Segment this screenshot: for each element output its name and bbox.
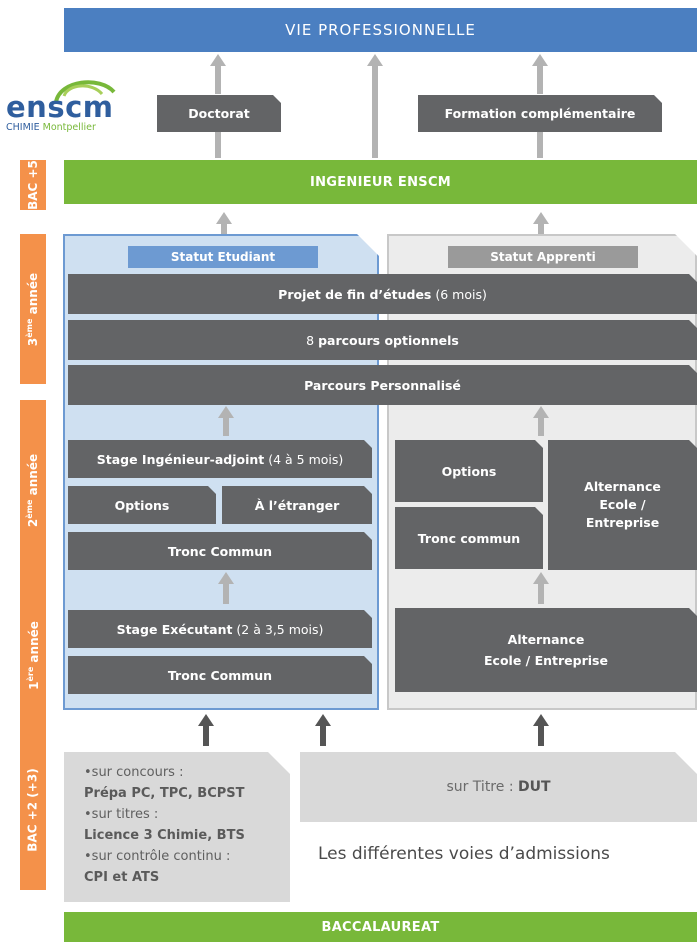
student-options-label: Options — [114, 497, 170, 513]
tronc-commun-y2-label: Tronc Commun — [167, 543, 273, 559]
baccalaureat-label: BACCALAUREAT — [321, 919, 440, 935]
admission-concours: •sur concours : — [84, 765, 184, 780]
statut-apprenti-label: Statut Apprenti — [490, 250, 596, 264]
arrow-up-icon — [533, 572, 549, 604]
arrow-up-icon — [533, 406, 549, 436]
side-year3: 3ème année — [20, 234, 46, 384]
titre-dut-label: sur Titre : DUT — [446, 779, 551, 795]
enscm-logo: enscm CHIMIE Montpellier — [4, 72, 122, 136]
logo-swirl-icon — [54, 80, 116, 103]
admission-titres: •sur titres : — [84, 807, 159, 822]
titre-dut-box: sur Titre : DUT — [300, 752, 697, 822]
stage-executant-label: Stage Exécutant (2 à 3,5 mois) — [116, 621, 324, 637]
arrow-shaft-icon — [215, 132, 221, 158]
apprenti-options-box: Options — [395, 440, 543, 502]
parcours-label: 8 parcours optionnels — [306, 332, 459, 348]
parcours-bar: 8 parcours optionnels — [68, 320, 697, 360]
vie-professionnelle-label: VIE PROFESSIONNELLE — [285, 21, 476, 39]
arrow-up-icon — [198, 714, 214, 746]
alternance-y2-line3: Entreprise — [585, 515, 660, 530]
alternance-y2-line1: Alternance — [584, 479, 661, 494]
alternance-y1-line1: Alternance — [507, 632, 585, 647]
admission-controle-value: CPI et ATS — [84, 870, 160, 885]
ingenieur-label: INGENIEUR ENSCM — [309, 174, 452, 190]
etranger-label: À l’étranger — [254, 497, 340, 513]
projet-bar: Projet de fin d’études (6 mois) — [68, 274, 697, 314]
baccalaureat-bar: BACCALAUREAT — [64, 912, 697, 942]
personnalise-bar: Parcours Personnalisé — [68, 365, 697, 405]
stage-executant-box: Stage Exécutant (2 à 3,5 mois) — [68, 610, 372, 648]
student-options-box: Options — [68, 486, 216, 524]
side-year2: 2ème année — [20, 400, 46, 580]
logo-caption: CHIMIE Montpellier — [6, 122, 96, 133]
side-bac5: BAC +5 — [20, 160, 46, 210]
stage-ingenieur-box: Stage Ingénieur-adjoint (4 à 5 mois) — [68, 440, 372, 478]
arrow-up-icon — [218, 572, 234, 604]
tronc-commun-y2-box: Tronc Commun — [68, 532, 372, 570]
arrow-up-icon — [315, 714, 331, 746]
statut-etudiant-label: Statut Etudiant — [170, 250, 276, 264]
admission-box: •sur concours : Prépa PC, TPC, BCPST •su… — [64, 752, 290, 902]
apprenti-options-label: Options — [441, 463, 497, 479]
side-bac2: BAC +2 (+3) — [20, 730, 46, 890]
apprenti-tronc-box: Tronc commun — [395, 507, 543, 569]
apprenti-tronc-label: Tronc commun — [417, 530, 521, 546]
statut-etudiant-tab: Statut Etudiant — [128, 246, 318, 268]
alternance-y1-box: Alternance Ecole / Entreprise — [395, 608, 697, 692]
doctorat-box: Doctorat — [157, 95, 281, 132]
logo-word: enscm — [6, 90, 114, 124]
arrow-up-icon — [533, 714, 549, 746]
projet-label: Projet de fin d’études (6 mois) — [278, 286, 487, 302]
tronc-commun-y1-box: Tronc Commun — [68, 656, 372, 694]
formation-box: Formation complémentaire — [418, 95, 662, 132]
tronc-commun-y1-label: Tronc Commun — [167, 667, 273, 683]
side-year1: 1ère année — [20, 580, 46, 730]
alternance-y2-line2: Ecole / — [599, 497, 646, 512]
logo-caption-a: CHIMIE — [6, 122, 40, 133]
arrow-up-icon — [216, 212, 232, 242]
grey-arrows — [210, 54, 549, 242]
etranger-box: À l’étranger — [222, 486, 372, 524]
vie-professionnelle-bar: VIE PROFESSIONNELLE — [64, 8, 697, 52]
admission-titres-value: Licence 3 Chimie, BTS — [84, 828, 245, 843]
arrow-up-icon — [218, 406, 234, 436]
arrow-up-icon — [533, 212, 549, 242]
formation-label: Formation complémentaire — [444, 106, 636, 121]
ingenieur-bar: INGENIEUR ENSCM — [64, 160, 697, 204]
alternance-y2-box: Alternance Ecole / Entreprise — [548, 440, 697, 570]
voies-admission-text: Les différentes voies d’admissions — [318, 844, 610, 864]
arrow-shaft-icon — [537, 132, 543, 158]
alternance-y1-line2: Ecole / Entreprise — [484, 653, 608, 668]
admission-concours-value: Prépa PC, TPC, BCPST — [84, 786, 245, 801]
statut-apprenti-tab: Statut Apprenti — [448, 246, 638, 268]
arrow-up-icon — [210, 54, 226, 94]
arrow-up-icon — [532, 54, 548, 94]
personnalise-label: Parcours Personnalisé — [304, 377, 461, 393]
logo-caption-b: Montpellier — [42, 122, 96, 133]
admission-controle: •sur contrôle continu : — [84, 849, 231, 864]
doctorat-label: Doctorat — [188, 106, 250, 121]
arrow-up-icon — [367, 54, 383, 158]
stage-ingenieur-label: Stage Ingénieur-adjoint (4 à 5 mois) — [96, 451, 344, 467]
